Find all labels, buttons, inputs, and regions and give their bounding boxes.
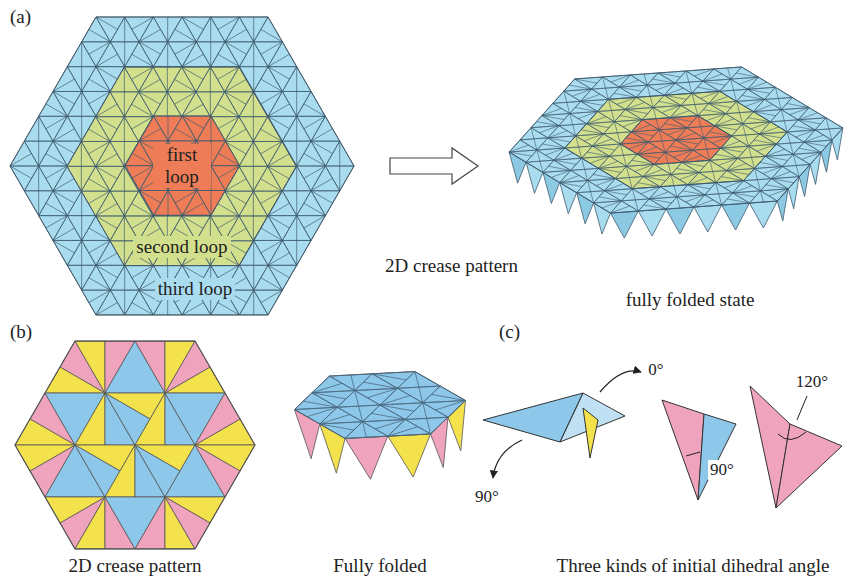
crease-lines — [10, 17, 354, 315]
crease-facet — [135, 341, 165, 393]
crease-facet — [195, 393, 240, 445]
label-slot: Three kinds of initial dihedral angle — [555, 555, 832, 577]
crease-facet — [195, 445, 240, 497]
caption-label: Fully folded — [331, 555, 428, 577]
crease-facet — [165, 497, 210, 549]
folded-tooth — [610, 211, 638, 238]
loop-label: first loop — [153, 144, 211, 188]
angle-label: 0° — [646, 360, 665, 380]
loop-fill — [125, 116, 240, 215]
label-slot: 2D crease pattern — [67, 555, 204, 577]
loop-fill — [67, 67, 296, 266]
label-slot: (a) — [8, 6, 33, 28]
angle-label: 90° — [473, 487, 501, 507]
folded-tooth — [722, 203, 750, 230]
label-slot: 0° — [646, 360, 665, 380]
angle-label: 90° — [708, 460, 736, 480]
folded-flap — [345, 436, 388, 479]
folded-tooth — [694, 205, 722, 232]
small-crease-pattern — [15, 341, 255, 549]
label-slot: fully folded state — [624, 289, 757, 311]
label-slot: (b) — [8, 321, 34, 343]
crease-facet — [135, 393, 165, 445]
caption-label: (c) — [497, 321, 522, 343]
folded-tooth — [638, 209, 666, 236]
crease-facet — [105, 445, 135, 497]
crease-facet — [135, 497, 165, 549]
loop-group — [10, 17, 354, 315]
loop-region: first loop — [125, 116, 240, 215]
label-slot: 120° — [794, 372, 830, 392]
right-angle-figure — [662, 400, 736, 500]
caption-label: (a) — [8, 6, 33, 28]
folded-top — [295, 372, 466, 439]
loop-region: second loop first loop — [67, 67, 296, 266]
caption-label: (b) — [8, 321, 34, 343]
pattern-outline — [15, 341, 255, 549]
label-slot: (c) — [497, 321, 522, 343]
folded-tooth — [666, 207, 694, 234]
flat-fold-figure — [483, 371, 641, 478]
folded-face — [509, 67, 843, 213]
loop-group — [125, 116, 240, 215]
crease-facet — [75, 497, 105, 549]
caption-label: 2D crease pattern — [383, 255, 520, 277]
crease-lines — [125, 116, 240, 215]
loop-label: third loop — [155, 278, 235, 300]
folded-top-creases — [295, 372, 466, 439]
crease-facet — [105, 341, 165, 393]
crease-facet — [75, 341, 105, 393]
folded-tooth — [749, 201, 777, 228]
loop-group — [67, 67, 296, 266]
crease-facet — [75, 393, 105, 445]
label-slot: 90° — [708, 460, 736, 480]
small-folded-sheet — [295, 372, 466, 480]
loop-label: second loop — [133, 236, 230, 258]
label-slot: 90° — [473, 487, 501, 507]
crease-facet — [105, 497, 165, 549]
obtuse-angle-figure — [750, 386, 842, 508]
crease-facet — [165, 341, 210, 393]
loop-fill — [10, 17, 354, 315]
caption-label: 2D crease pattern — [67, 555, 204, 577]
folded-creases — [509, 67, 843, 213]
label-slot: 2D crease pattern — [383, 255, 520, 277]
folded-sheet — [509, 67, 843, 238]
crease-facet — [45, 393, 105, 445]
caption-label: fully folded state — [624, 289, 757, 311]
crease-lines — [67, 67, 296, 266]
hollow-arrow — [390, 148, 478, 184]
loop-region: third loop second loop first loop — [10, 17, 354, 315]
angle-label: 120° — [794, 372, 830, 392]
label-slot: Fully folded — [331, 555, 428, 577]
folded-flap — [388, 434, 431, 477]
caption-label: Three kinds of initial dihedral angle — [555, 555, 832, 577]
